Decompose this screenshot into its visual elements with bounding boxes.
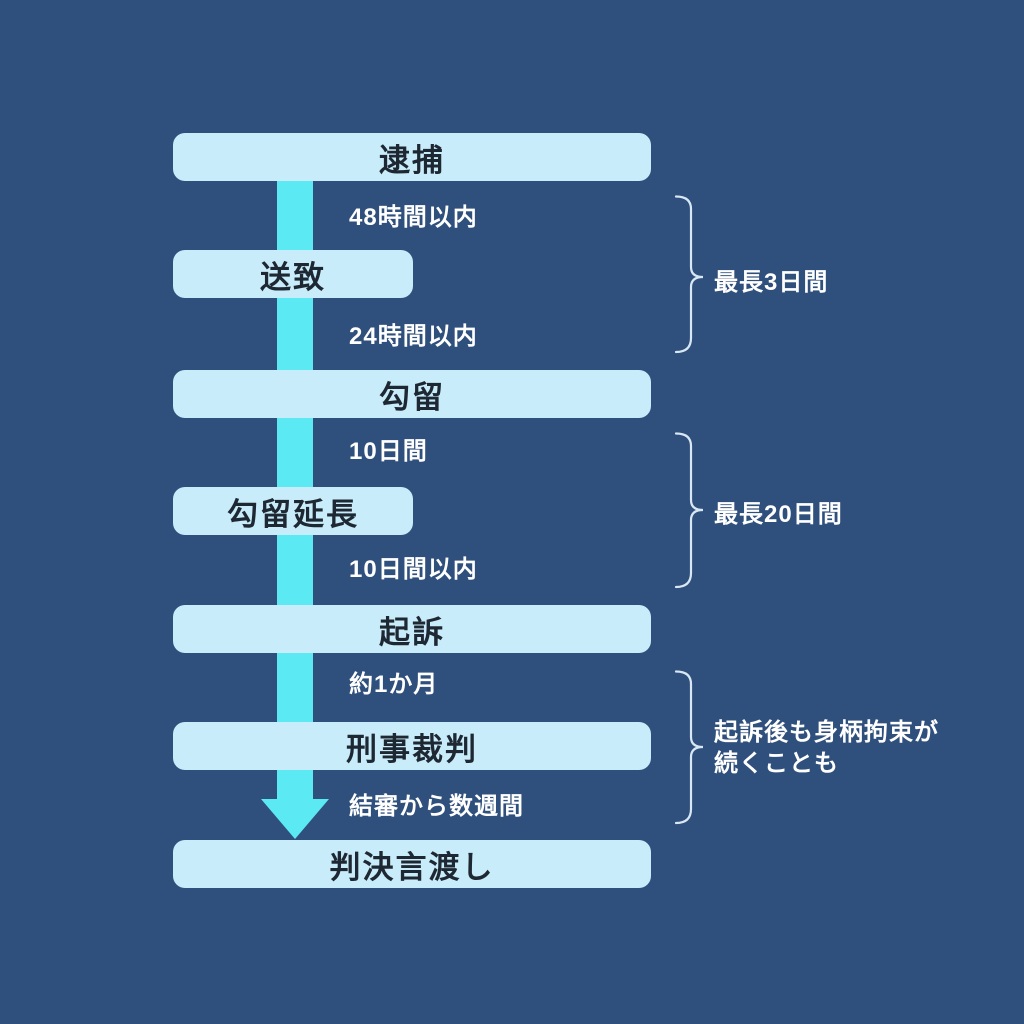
down-arrow-icon bbox=[261, 799, 329, 839]
interval-within-48-hours: 48時間以内 bbox=[349, 204, 478, 231]
annotation-post-indictment-line2: 続くことも bbox=[714, 750, 839, 777]
step-criminal-trial: 刑事裁判 bbox=[173, 722, 651, 770]
step-indictment-label: 起訴 bbox=[379, 614, 445, 650]
step-referral-label: 送致 bbox=[260, 259, 326, 295]
step-sentencing-label: 判決言渡し bbox=[329, 849, 495, 885]
interval-within-24-hours: 24時間以内 bbox=[349, 323, 478, 350]
step-detention-extension: 勾留延長 bbox=[173, 487, 413, 535]
step-arrest: 逮捕 bbox=[173, 133, 651, 181]
interval-about-1-month: 約1か月 bbox=[349, 671, 439, 698]
step-arrest-label: 逮捕 bbox=[379, 142, 445, 178]
step-indictment: 起訴 bbox=[173, 605, 651, 653]
interval-weeks-after-conclusion: 結審から数週間 bbox=[349, 793, 524, 820]
step-referral: 送致 bbox=[173, 250, 413, 298]
brace-max-3-days-icon bbox=[674, 195, 704, 354]
step-detention: 勾留 bbox=[173, 370, 651, 418]
annotation-post-indictment-detention: 起訴後も身柄拘束が 続くことも bbox=[714, 717, 939, 779]
brace-post-indictment-icon bbox=[674, 670, 704, 825]
annotation-max-3-days: 最長3日間 bbox=[714, 269, 829, 296]
step-criminal-trial-label: 刑事裁判 bbox=[346, 731, 478, 767]
annotation-post-indictment-line1: 起訴後も身柄拘束が bbox=[714, 719, 939, 746]
interval-within-10-days: 10日間以内 bbox=[349, 556, 478, 583]
annotation-max-20-days: 最長20日間 bbox=[714, 501, 843, 528]
interval-10-days: 10日間 bbox=[349, 438, 428, 465]
step-sentencing: 判決言渡し bbox=[173, 840, 651, 888]
step-detention-extension-label: 勾留延長 bbox=[227, 496, 359, 532]
brace-max-20-days-icon bbox=[674, 432, 704, 589]
step-detention-label: 勾留 bbox=[379, 379, 445, 415]
